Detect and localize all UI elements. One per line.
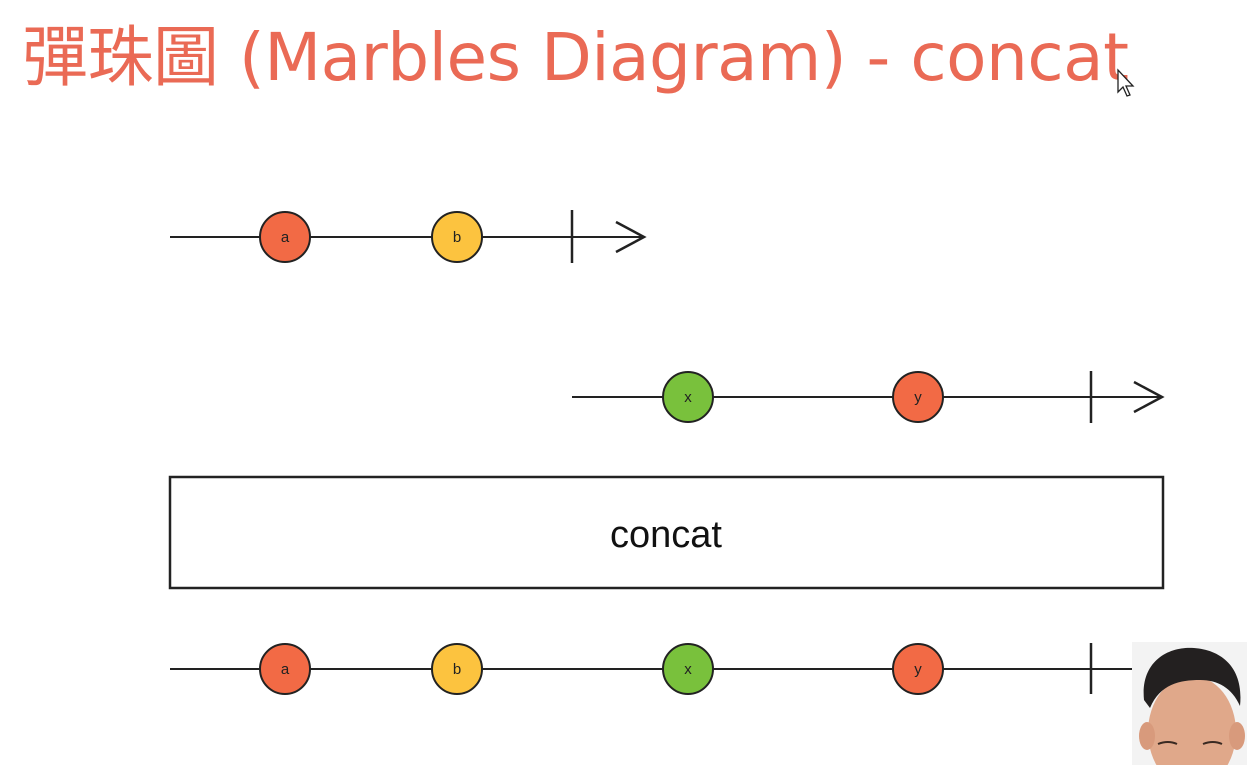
marble-circle <box>892 643 944 695</box>
marble-circle <box>662 643 714 695</box>
cursor-icon <box>1117 68 1135 97</box>
marble-label: b <box>453 229 461 246</box>
presenter-webcam <box>1132 642 1247 765</box>
operator-label: concat <box>610 514 722 556</box>
marble-label: a <box>281 661 290 678</box>
presenter-ear-right <box>1229 722 1245 750</box>
marble-circle <box>259 643 311 695</box>
marble-label: x <box>684 661 692 678</box>
presenter-eye-right <box>1202 741 1223 745</box>
slide-title: 彈珠圖 (Marbles Diagram) - concat <box>22 19 1129 96</box>
marble-a: a <box>259 211 311 263</box>
marble-y: y <box>892 371 944 423</box>
marble-b: b <box>431 211 483 263</box>
marble-label: a <box>281 229 290 246</box>
marble-a: a <box>259 643 311 695</box>
marble-x: x <box>662 643 714 695</box>
arrowhead <box>615 220 647 254</box>
marble-label: y <box>914 661 922 678</box>
stream-output: a b x y <box>170 643 1165 695</box>
marble-b: b <box>431 643 483 695</box>
marble-label: b <box>453 661 461 678</box>
operator-frame <box>168 475 1165 590</box>
arrowhead <box>1133 380 1165 414</box>
operator-box: concat <box>168 475 1165 590</box>
marble-label: y <box>914 389 922 406</box>
marble-circle <box>892 371 944 423</box>
marble-circle <box>259 211 311 263</box>
stream-input-1: a b <box>170 210 647 263</box>
marble-y: y <box>892 643 944 695</box>
presenter-hair <box>1143 647 1241 708</box>
marble-label: x <box>684 389 692 406</box>
presenter-ear-left <box>1139 722 1155 750</box>
presenter-eye-left <box>1157 741 1178 745</box>
marble-x: x <box>662 371 714 423</box>
marble-circle <box>662 371 714 423</box>
marble-circle <box>431 643 483 695</box>
marble-circle <box>431 211 483 263</box>
stream-input-2: x y <box>572 371 1165 423</box>
